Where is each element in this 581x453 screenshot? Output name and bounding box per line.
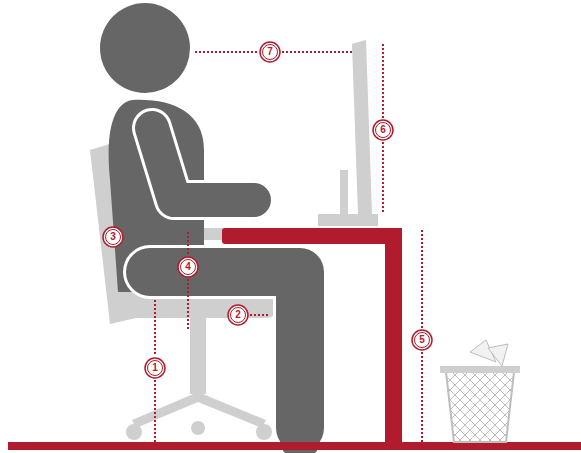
callout-number: 1 — [148, 361, 162, 375]
dimension-lines — [155, 44, 422, 442]
monitor — [318, 40, 378, 226]
callout-number: 6 — [376, 123, 390, 137]
callout-number: 2 — [231, 308, 245, 322]
callout-number: 7 — [263, 45, 277, 59]
callout-rings — [103, 42, 432, 378]
callout-number: 4 — [181, 260, 195, 274]
waste-bin — [440, 340, 520, 442]
callout-number: 3 — [106, 230, 120, 244]
callout-number: 5 — [415, 333, 429, 347]
desk — [222, 228, 402, 444]
floor-line — [8, 442, 581, 450]
seated-person — [100, 3, 300, 440]
